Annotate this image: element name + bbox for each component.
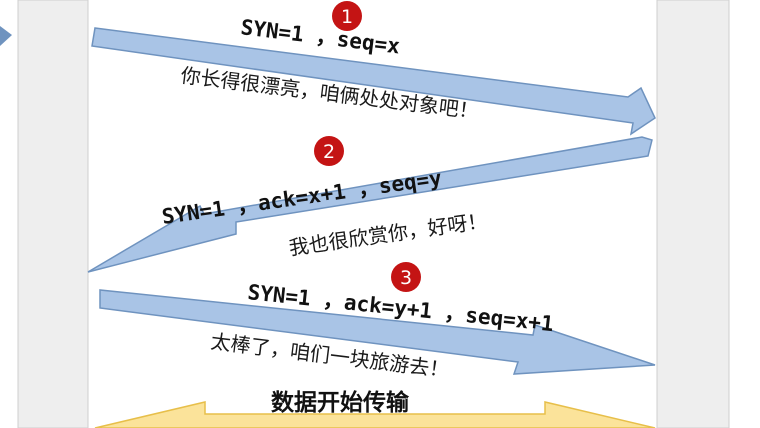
step-message-2: 我也很欣赏你，好呀！ (287, 208, 488, 260)
data-transfer-label: 数据开始传输 (271, 389, 410, 416)
play-triangle-icon (0, 26, 12, 46)
step-number-3: 3 (400, 267, 412, 289)
ack-arrow (99, 289, 656, 375)
step-badge-1 (332, 1, 362, 31)
syn-ack-arrow (87, 136, 653, 273)
step-badge-3 (391, 262, 421, 292)
syn-arrow (91, 27, 656, 136)
client-host-bar (17, 0, 89, 428)
step-badge-2 (314, 136, 344, 166)
server-host-bar (656, 0, 730, 428)
data-transfer-arrow (94, 401, 656, 428)
step-number-1: 1 (341, 6, 353, 28)
step-number-2: 2 (323, 141, 335, 163)
